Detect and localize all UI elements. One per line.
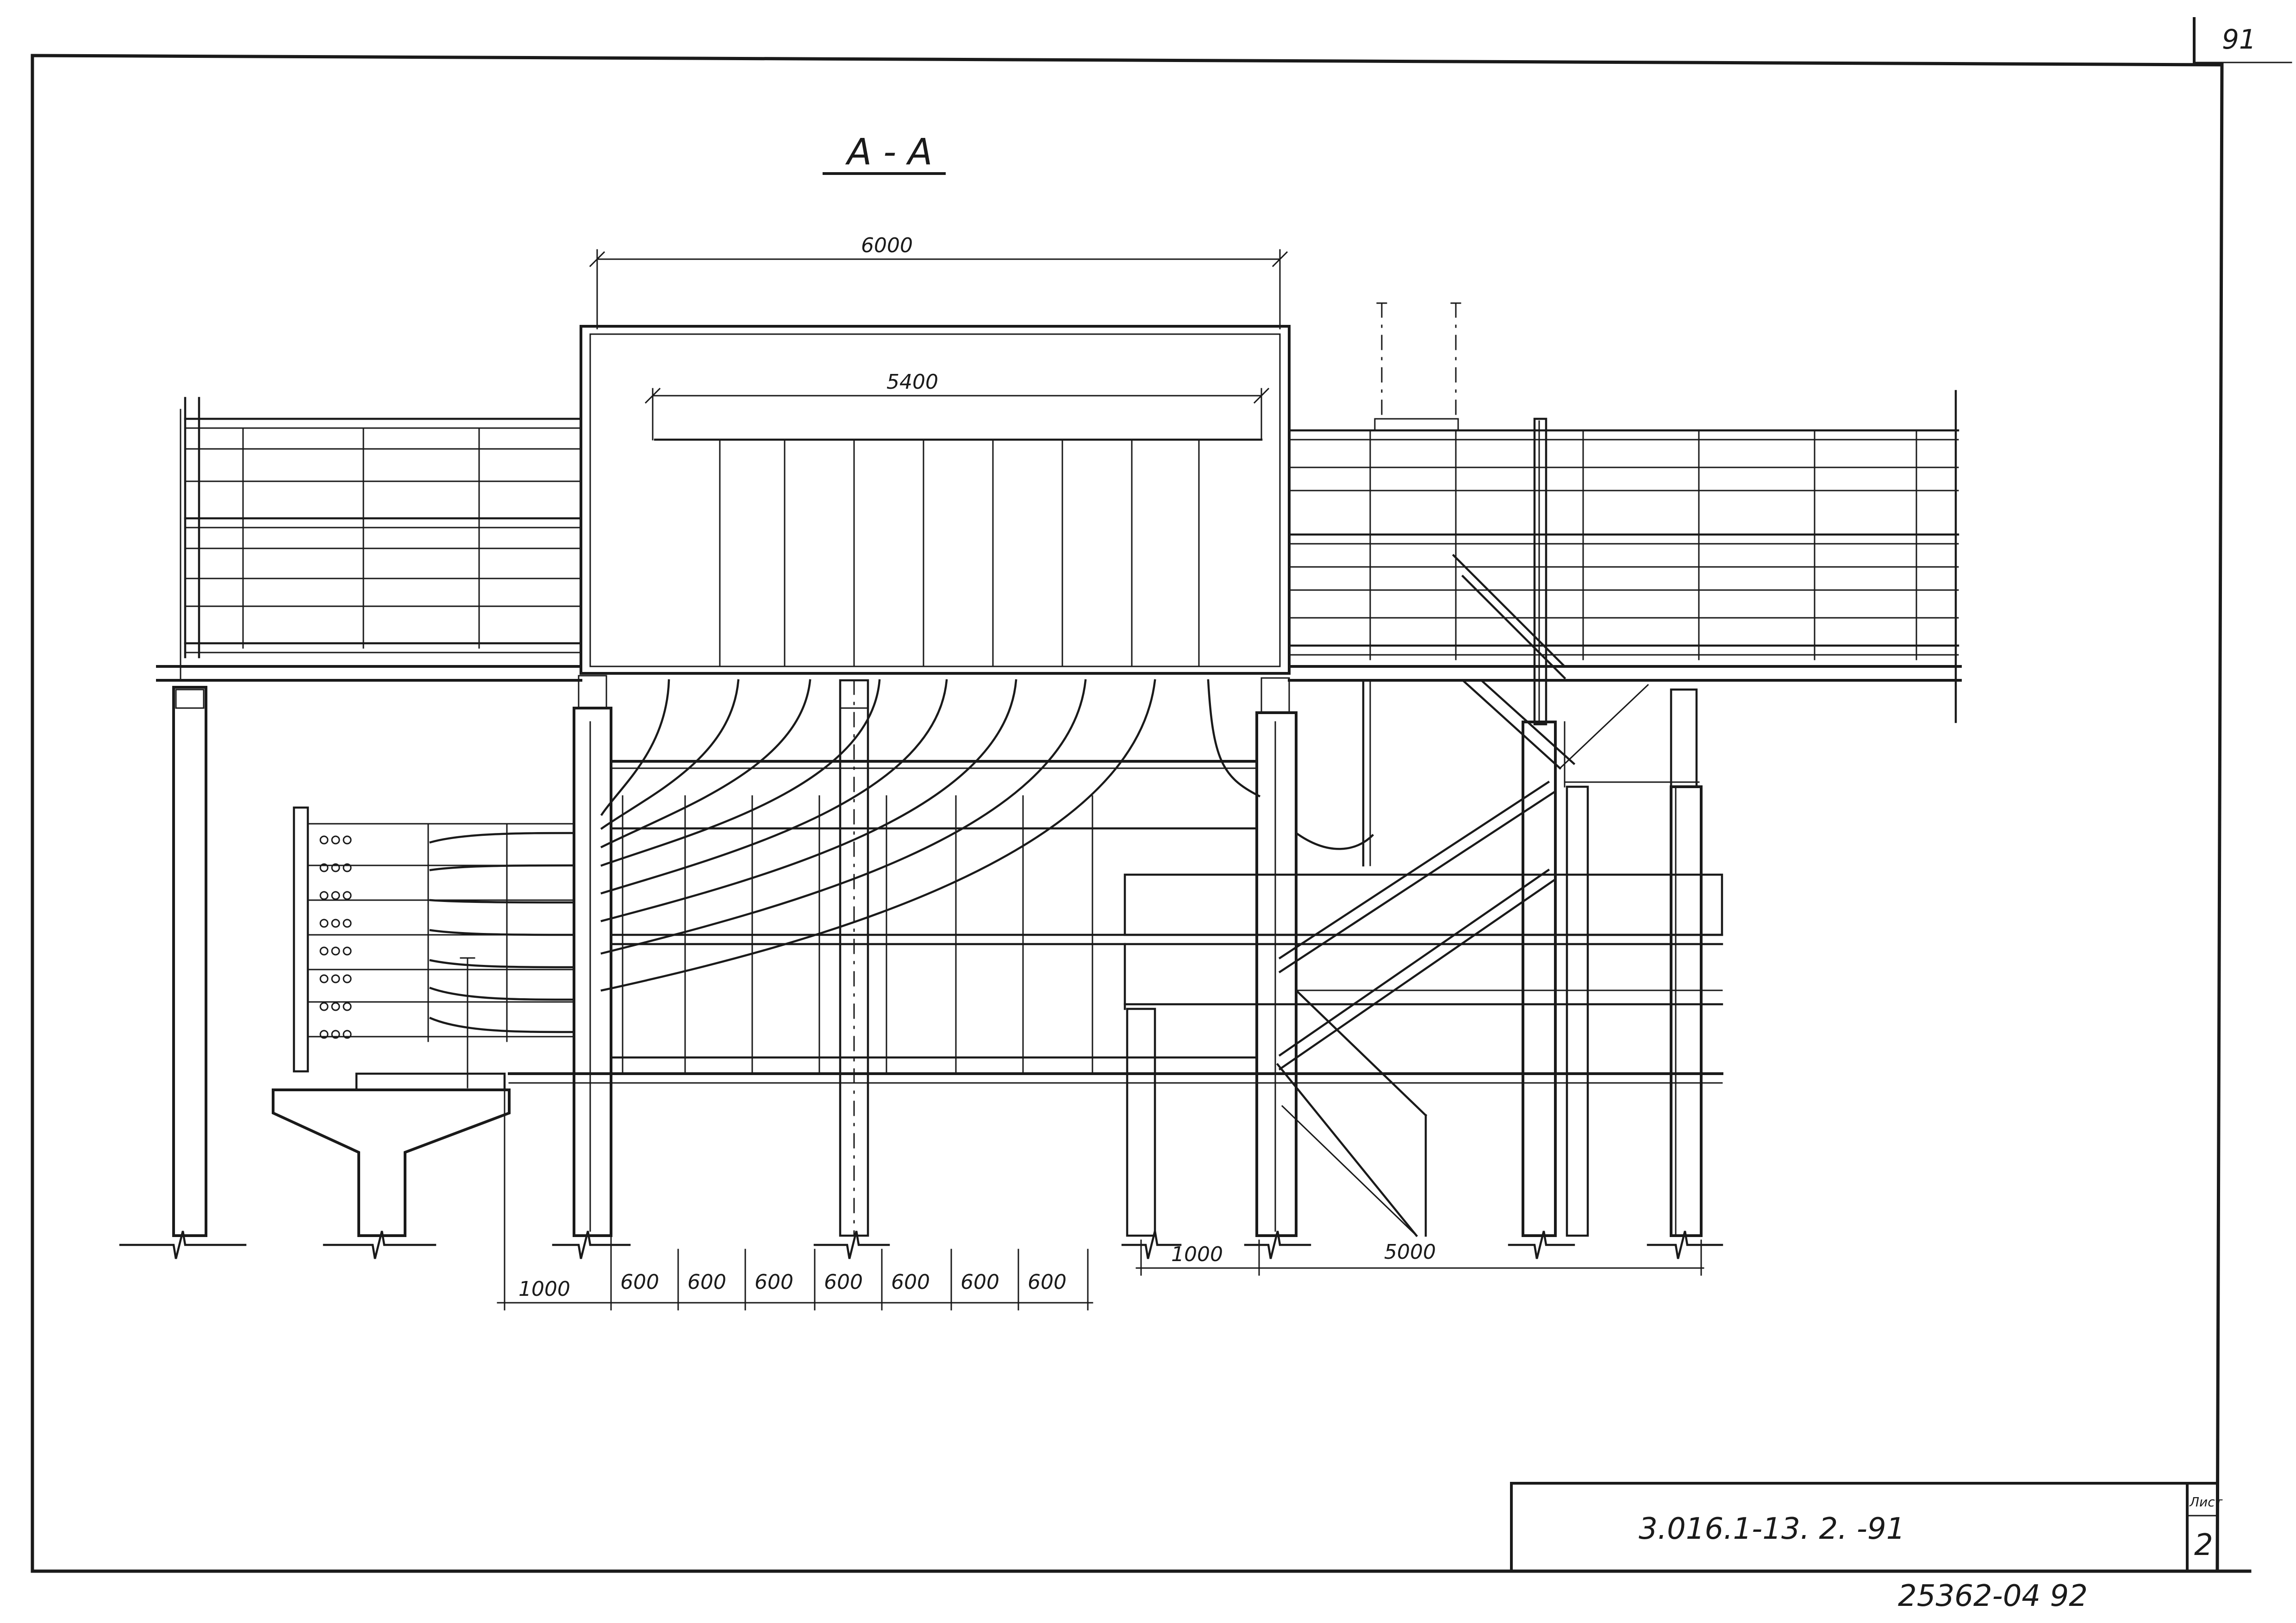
column-center-right [1255,677,1298,1237]
archive-number: 25362-04 92 [1898,1579,2088,1613]
column-right-c [1670,785,1703,1237]
dimension-bottom-600-e: 600 [891,1270,930,1294]
mid-beams [508,760,1723,1084]
dimension-bottom-600-c: 600 [755,1270,793,1294]
staircase [1276,553,1723,1237]
dimension-bottom-600-d: 600 [824,1270,863,1294]
bottom-dimension-chain-left [497,1249,1093,1311]
cable-ends [319,835,352,1039]
sheet-label: Лист [2189,1494,2223,1510]
lower-left-cable-rack [293,806,575,1088]
column-left-outer [172,686,207,1237]
dimension-label-6000: 6000 [861,234,913,257]
section-title: А - А [845,131,932,173]
cable-bundle [429,679,1374,1033]
dimension-bottom-5000: 5000 [1384,1240,1436,1264]
left-upper-cable-rack [156,397,582,682]
frame-right-lower [1564,688,1700,788]
riser-dashed [1362,302,1461,867]
hanger-rods [504,795,1093,1287]
column-right-b [1566,785,1589,1237]
sheet-number-top: 91 [2222,24,2256,55]
dimension-label-5400: 5400 [886,370,938,394]
dimension-bottom-600-b: 600 [687,1270,726,1294]
dimension-bottom-600-a: 600 [620,1270,659,1294]
column-middle [839,679,869,1237]
central-cabinet [580,325,1291,675]
dimension-bottom-1000-left: 1000 [518,1277,570,1301]
dimension-5400 [644,387,1270,441]
title-block [1510,1482,2219,1573]
right-upper-cable-rack [1288,390,1962,723]
bottom-dimension-chain-right [1136,1239,1704,1276]
dimension-bottom-600-g: 600 [1028,1270,1067,1294]
column-center-left [573,675,612,1237]
t-pier [272,1072,511,1237]
dimension-bottom-600-f: 600 [961,1270,999,1294]
sheet-frame [31,17,2292,1573]
ground-lines [119,1231,1723,1259]
sheet-value: 2 [2194,1528,2213,1562]
column-right-a [1522,417,1557,1237]
dimension-6000 [589,249,1288,330]
document-code: 3.016.1-13. 2. -91 [1639,1512,1905,1546]
column-lower-left [1126,1007,1156,1237]
dimension-bottom-1000-right: 1000 [1171,1243,1223,1266]
